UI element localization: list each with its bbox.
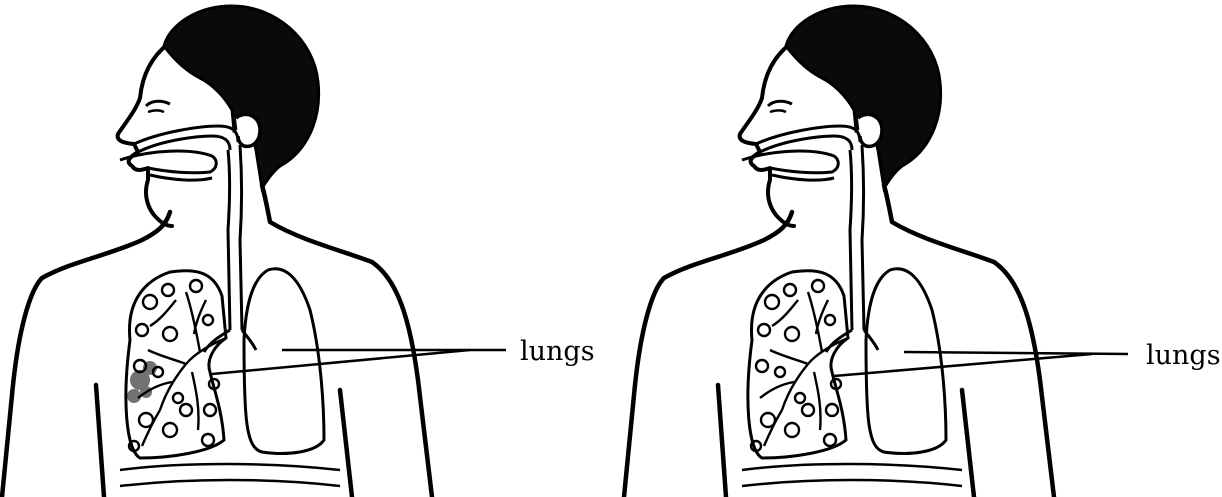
figure-2: lungs	[624, 6, 1221, 497]
lungs-label: lungs	[520, 336, 595, 367]
lungs-label: lungs	[1146, 340, 1221, 371]
figure-1: lungs	[2, 6, 595, 497]
